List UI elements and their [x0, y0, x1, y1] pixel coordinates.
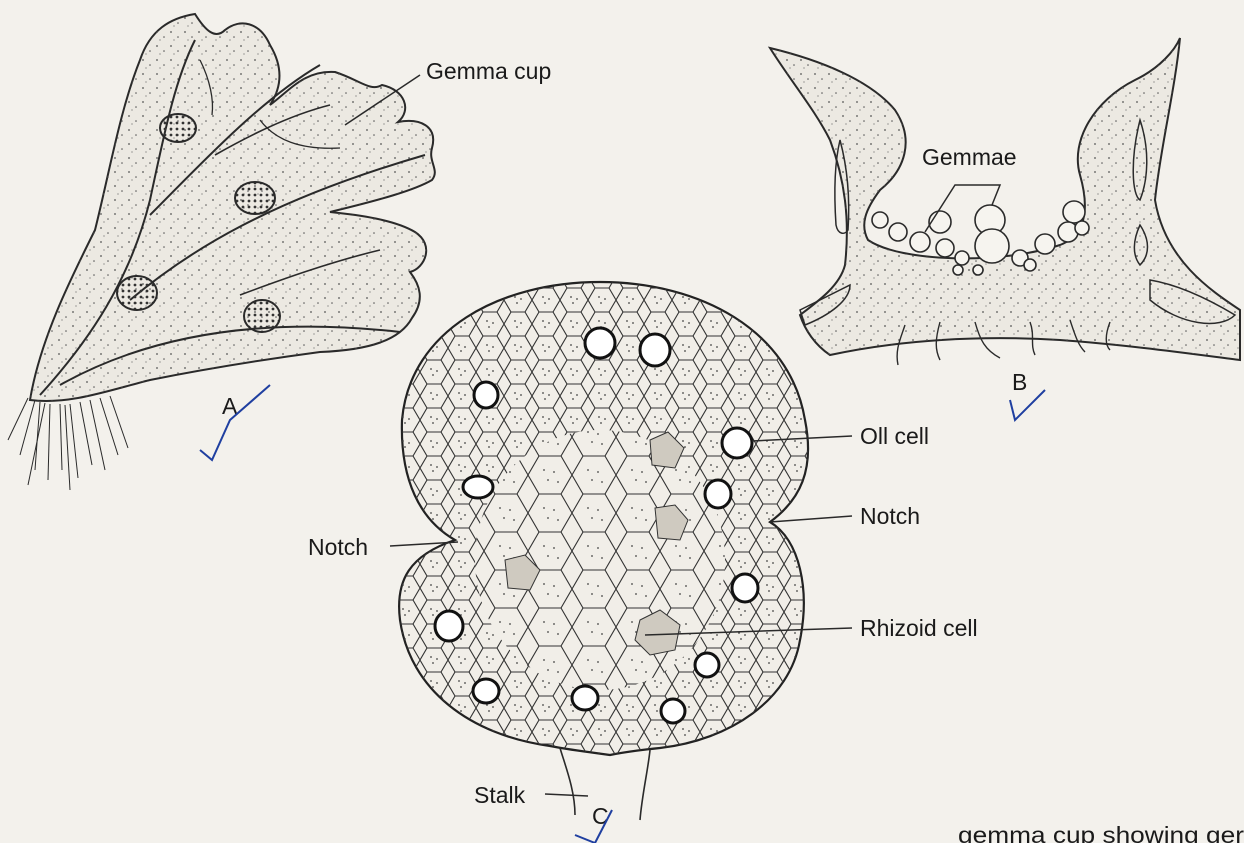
label-notch-left: Notch [308, 534, 368, 560]
panel-label-b: B [1012, 369, 1027, 395]
label-gemma-cup: Gemma cup [426, 58, 551, 84]
label-rhizoid-cell: Rhizoid cell [860, 615, 978, 641]
panel-b-gemma-cup-section: Gemmae B [770, 38, 1240, 420]
caption-fragment: gemma cup showing ger [958, 822, 1244, 843]
panel-label-c: C [592, 803, 609, 829]
label-stalk: Stalk [474, 782, 526, 808]
label-notch-right: Notch [860, 503, 920, 529]
label-gemmae: Gemmae [922, 144, 1017, 170]
thallus-rhizoids [8, 396, 128, 490]
label-oil-cell: Oll cell [860, 423, 929, 449]
panel-c-gemma: Oll cell Notch Notch Rhizoid cell Stalk … [308, 282, 978, 843]
